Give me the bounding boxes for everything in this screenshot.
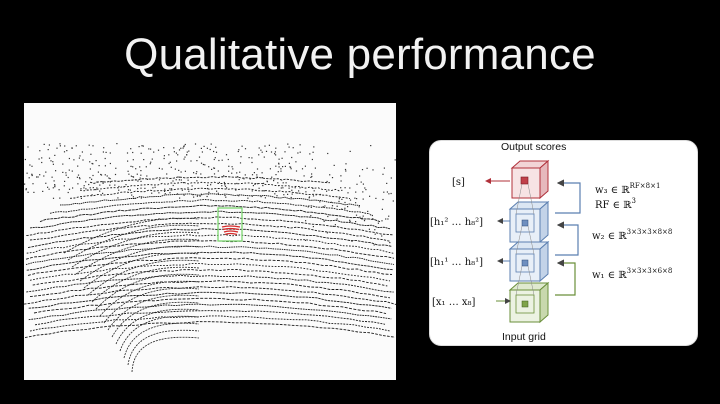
input-layer-cube	[508, 281, 550, 324]
hidden-layer-2-cube	[508, 200, 550, 244]
weight-w1: w₁ ∈ ℝ3×3×3×6×8	[592, 267, 672, 281]
label-h1: [h₁¹ … h₈¹]	[430, 257, 483, 268]
label-s: [s]	[452, 177, 465, 188]
lidar-point-cloud-image	[24, 103, 396, 380]
label-h2: [h₁² … h₈²]	[430, 217, 483, 228]
detected-car-points	[221, 225, 241, 236]
input-grid-caption: Input grid	[502, 331, 546, 343]
weight-rf: RF ∈ ℝ3	[595, 197, 636, 211]
label-x: [x₁ … x₈]	[432, 297, 476, 308]
output-scores-caption: Output scores	[501, 141, 566, 153]
slide-title: Qualitative performance	[124, 30, 596, 79]
connector-input-to-h1	[555, 259, 576, 296]
hidden-layer-1-cube	[508, 240, 550, 283]
lidar-scan-lines	[24, 143, 396, 373]
output-layer-cube	[510, 159, 550, 200]
lidar-scan-graphic	[24, 143, 396, 373]
weight-w2: w₂ ∈ ℝ3×3×3×8×8	[592, 228, 672, 242]
network-diagram-panel: Output scores Input grid	[429, 140, 698, 346]
receptive-field-lines	[515, 183, 535, 296]
detection-bounding-box	[217, 207, 243, 242]
weight-w3: w₃ ∈ ℝRF×8×1	[595, 182, 660, 196]
cnn-architecture-diagram: Output scores Input grid	[430, 141, 672, 343]
connector-h1-to-h2	[555, 221, 579, 256]
connector-h2-to-output	[555, 179, 581, 214]
